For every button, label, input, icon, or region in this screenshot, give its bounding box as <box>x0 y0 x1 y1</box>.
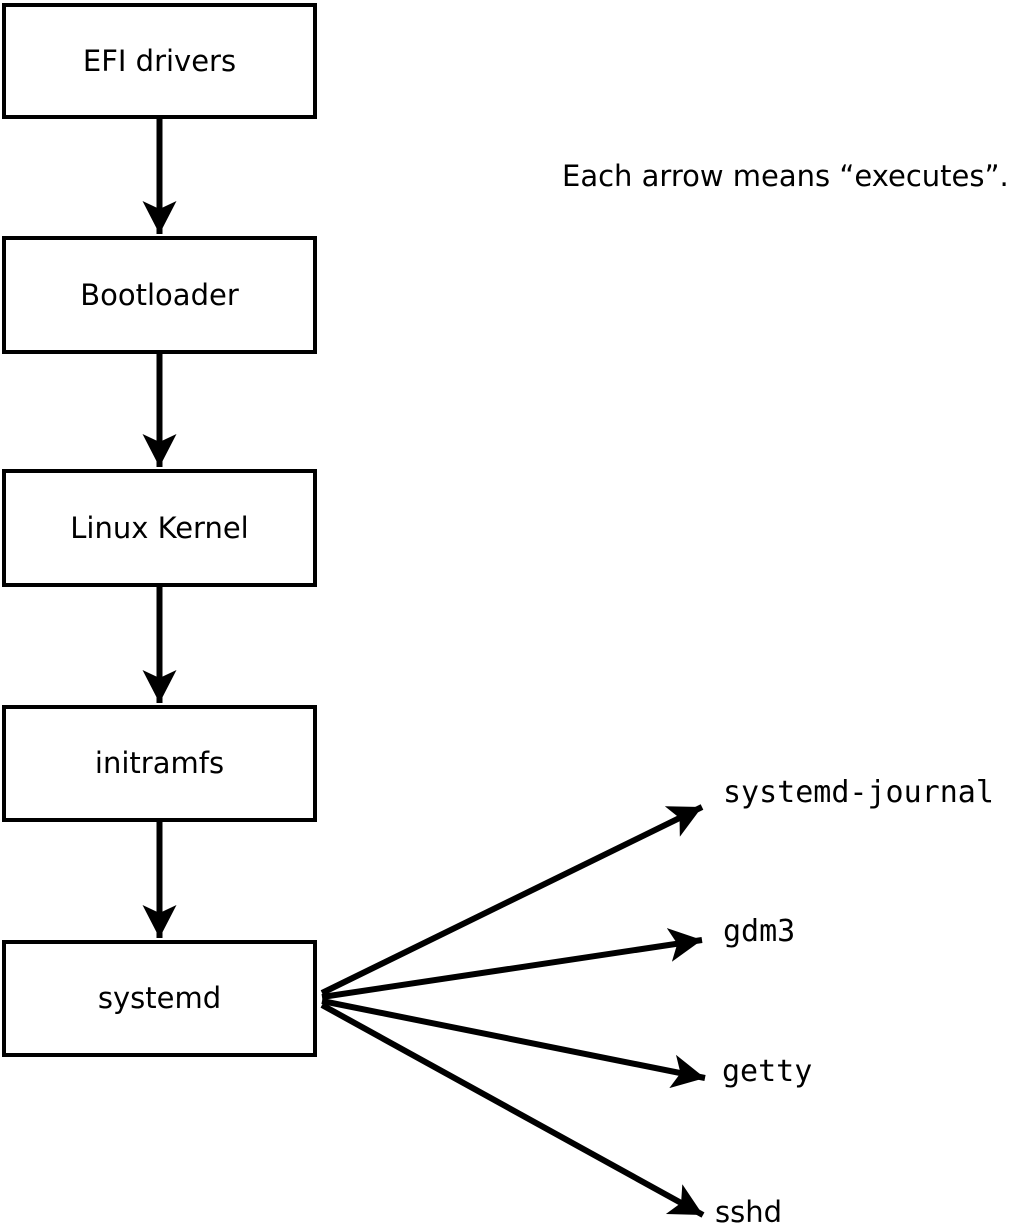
node-label: Linux Kernel <box>70 510 249 545</box>
node-linux-kernel: Linux Kernel <box>2 469 317 587</box>
label-systemd-journal: systemd-journal <box>723 775 994 810</box>
node-efi-drivers: EFI drivers <box>2 3 317 119</box>
node-systemd: systemd <box>2 940 317 1057</box>
node-label: systemd <box>97 981 222 1015</box>
label-getty: getty <box>722 1054 813 1089</box>
node-label: Bootloader <box>80 277 239 312</box>
edge-systemd-to-getty <box>321 998 706 1089</box>
label-sshd: sshd <box>715 1195 783 1229</box>
node-initramfs: initramfs <box>2 705 317 822</box>
edge-systemd-to-gdm3 <box>321 928 703 1000</box>
legend-note: Each arrow means “executes”. <box>562 159 1009 193</box>
node-label: initramfs <box>94 746 225 780</box>
node-bootloader: Bootloader <box>2 236 317 354</box>
edge-systemd-to-sshd <box>320 1002 705 1218</box>
label-gdm3: gdm3 <box>723 914 796 949</box>
edge-systemd-to-journal <box>320 804 704 996</box>
node-label: EFI drivers <box>82 43 237 78</box>
